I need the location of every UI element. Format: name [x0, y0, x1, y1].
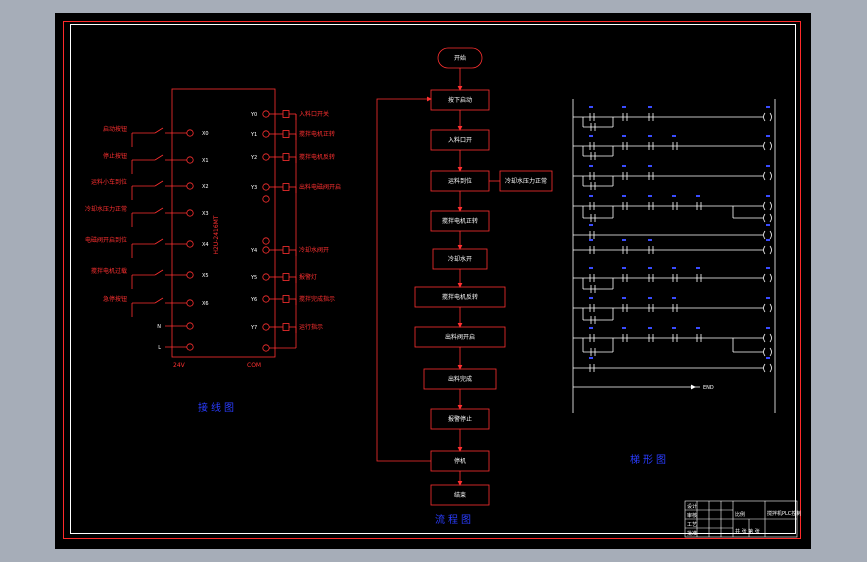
flow-step-label: 停机 — [454, 457, 466, 465]
flow-side-label: 冷却水压力正常 — [505, 177, 547, 185]
flow-step-label: 报警停止 — [448, 415, 472, 423]
ladder-rung — [573, 106, 772, 131]
wiring-input-terminal: X3 — [202, 211, 209, 217]
ladder-rung — [573, 267, 772, 293]
title-block — [684, 500, 798, 538]
wiring-diagram — [131, 88, 297, 358]
flow-chart — [376, 47, 553, 506]
title-block-scale: 比例 — [735, 511, 745, 518]
inner-frame — [70, 24, 796, 534]
flow-step-label: 入料口开 — [448, 136, 472, 144]
wiring-output-label: 报警灯 — [299, 273, 317, 281]
wiring-output-label: 运行指示 — [299, 323, 323, 331]
wiring-output-terminal: Y1 — [250, 132, 257, 138]
flow-step-label: 搅拌电机反转 — [442, 293, 478, 301]
ladder-rung — [573, 135, 772, 160]
wiring-outputs — [262, 110, 297, 352]
wiring-input-label: 冷却水压力正常 — [85, 205, 127, 213]
title-block-sheet: 共 张 第 张 — [735, 528, 760, 535]
plc-bottom-left-label: 24V — [173, 362, 186, 369]
flow-step-label: 搅拌电机正转 — [442, 217, 478, 225]
wiring-power-terminal: N — [157, 324, 161, 330]
title-block-row-3: 工艺 — [687, 522, 697, 528]
wiring-input-label: 电磁阀开启到位 — [85, 236, 127, 244]
ladder-end-label: END — [703, 385, 714, 391]
drawing-sheet: H2U-2416MT 24V COM 接线图 流程图 梯形图 搅拌机PLC控制 … — [55, 13, 811, 549]
wiring-output-label: 搅拌完成指示 — [299, 295, 335, 303]
wiring-input-terminal: X1 — [202, 158, 209, 164]
flow-step-label: 出料完成 — [448, 375, 472, 383]
wiring-output-terminal: Y7 — [250, 325, 257, 331]
wiring-input-terminal: X2 — [202, 184, 209, 190]
outer-frame — [63, 21, 801, 539]
wiring-input-terminal: X6 — [202, 301, 209, 307]
wiring-input-label: 启动按钮 — [103, 125, 127, 133]
title-block-row-1: 设计 — [687, 503, 697, 510]
flow-step-label: 按下启动 — [448, 96, 472, 104]
wiring-output-label: 搅拌电机反转 — [299, 153, 335, 161]
ladder-diagram — [572, 99, 776, 413]
wiring-output-terminal: Y4 — [250, 248, 257, 254]
wiring-caption: 接线图 — [198, 401, 237, 414]
wiring-output-label: 入料口开关 — [299, 110, 329, 118]
flow-step-label: 出料阀开启 — [445, 333, 475, 341]
wiring-output-label: 搅拌电机正转 — [299, 130, 335, 138]
wiring-output-terminal: Y5 — [250, 275, 257, 281]
ladder-rung — [573, 297, 772, 324]
plc-body — [171, 88, 276, 358]
wiring-output-terminal: Y3 — [250, 185, 257, 191]
wiring-input-terminal: X0 — [202, 131, 209, 137]
flow-side-box — [499, 170, 553, 192]
wiring-input-label: 急停按钮 — [103, 295, 127, 303]
wiring-inputs — [131, 127, 194, 351]
ladder-rung — [573, 165, 772, 190]
title-block-row-2: 审核 — [687, 512, 697, 519]
wiring-input-label: 运料小车到位 — [91, 178, 127, 186]
title-block-row-4: 批准 — [687, 530, 697, 537]
plc-model-label: H2U-2416MT — [213, 215, 220, 254]
flow-step-label: 冷却水开 — [448, 255, 472, 263]
flow-caption: 流程图 — [435, 513, 474, 526]
ladder-caption: 梯形图 — [630, 453, 669, 466]
ladder-rung — [573, 224, 772, 240]
wiring-power-terminal: L — [158, 345, 161, 351]
wiring-input-label: 搅拌电机过载 — [91, 267, 127, 275]
wiring-output-label: 出料电磁阀开启 — [299, 183, 341, 191]
flow-step-box — [430, 484, 490, 506]
ladder-rung — [573, 327, 772, 357]
wiring-input-terminal: X4 — [202, 242, 209, 248]
ladder-rung — [573, 239, 772, 255]
wiring-input-label: 停止按钮 — [103, 152, 127, 160]
wiring-output-label: 冷却水阀开 — [299, 246, 329, 254]
flow-step-label: 运料到位 — [448, 177, 472, 185]
wiring-output-terminal: Y6 — [250, 297, 257, 303]
cad-drawing: H2U-2416MT 24V COM 接线图 流程图 梯形图 搅拌机PLC控制 … — [85, 47, 801, 538]
wiring-output-terminal: Y0 — [250, 112, 257, 118]
flow-start-label: 开始 — [454, 54, 466, 62]
title-block-name: 搅拌机PLC控制 — [767, 510, 801, 517]
wiring-output-terminal: Y2 — [250, 155, 257, 161]
ladder-rung — [573, 195, 772, 223]
plc-bottom-right-label: COM — [247, 362, 261, 369]
wiring-input-terminal: X5 — [202, 273, 209, 279]
flow-step-label: 结束 — [454, 491, 466, 499]
ladder-rung — [573, 357, 772, 373]
